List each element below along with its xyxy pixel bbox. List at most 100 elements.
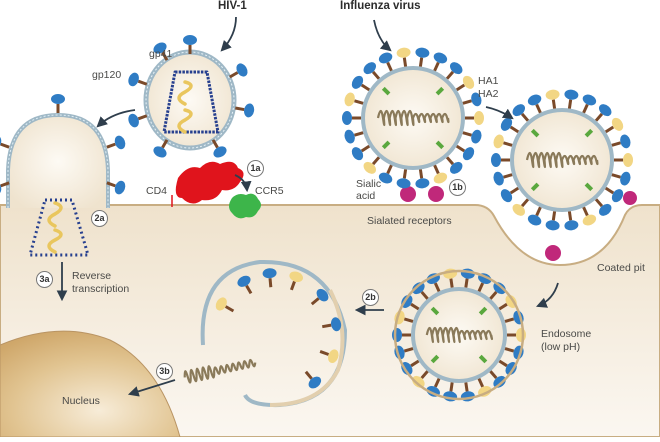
ha-spike-icon — [594, 198, 612, 216]
ha-spike-yellow-icon — [614, 153, 633, 167]
hiv-fusing-virion — [6, 112, 110, 208]
ha-spike-icon — [262, 268, 277, 288]
ha-spike-icon — [445, 156, 463, 174]
ha2-fusion-peptide-icon — [435, 86, 445, 96]
ha2-label: HA2 — [478, 88, 499, 100]
gp120-spike-icon — [106, 135, 126, 150]
ha-spike-icon — [462, 129, 482, 144]
arrow-flu-to-pit — [485, 106, 514, 120]
ha-spike-icon — [564, 211, 579, 231]
ha-spike-icon — [351, 75, 371, 92]
ha-spike-yellow-icon — [493, 134, 513, 149]
endosome-label-2: (low pH) — [541, 341, 581, 353]
ha-spike-icon — [378, 164, 393, 184]
ha-spike-icon — [310, 288, 329, 306]
cd4-label: CD4 — [146, 185, 168, 197]
ha-spike-yellow-icon — [604, 117, 624, 134]
ha-spike-icon — [489, 282, 506, 300]
gp120-spike-icon — [128, 113, 148, 128]
ha-spike-icon — [289, 271, 304, 291]
ha2-fusion-peptide-icon — [584, 128, 594, 138]
influenza-virion-endosome — [392, 268, 526, 402]
influenza-virion-in-pit — [491, 89, 633, 231]
viral-rna-segments — [525, 151, 599, 169]
arrow-hiv-in — [220, 16, 237, 52]
arrows — [56, 16, 559, 397]
ha-spike-yellow-icon — [512, 198, 530, 216]
gp120-spike-icon — [0, 180, 10, 195]
ha-spike-icon — [455, 144, 475, 161]
endosome — [393, 269, 525, 401]
ha-spike-icon — [401, 359, 420, 375]
ha-spike-icon — [594, 104, 612, 122]
ha-spike-icon — [512, 104, 530, 122]
hiv-virion — [143, 49, 237, 151]
ha-spike-icon — [412, 282, 429, 300]
gp120-label: gp120 — [92, 69, 122, 81]
ha-spike-icon — [342, 111, 361, 125]
reverse-transcription-label-2: transcription — [72, 283, 130, 295]
ha-spike-icon — [611, 171, 631, 186]
sialic-acid-receptors — [400, 186, 637, 261]
ha-spike-yellow-icon — [433, 164, 448, 184]
endosome-label-1: Endosome — [541, 328, 592, 340]
step-badge-1a: 1a — [247, 160, 264, 177]
viral-rna-segments — [376, 109, 450, 127]
ha2-fusion-peptide-icon — [435, 140, 445, 150]
ha-spike-icon — [304, 370, 322, 389]
ha2-fusion-peptide-icon — [478, 306, 488, 316]
ha-spike-icon — [500, 117, 520, 134]
ccr5-label: CCR5 — [255, 185, 284, 197]
ha-spike-yellow-icon — [465, 111, 484, 125]
released-viral-rna — [183, 358, 257, 384]
viral-rna-segments — [425, 326, 494, 344]
ha-spike-icon — [527, 206, 542, 226]
ha-spike-icon — [611, 134, 631, 149]
ha-spike-yellow-icon — [344, 92, 364, 107]
reverse-transcription-label-1: Reverse — [72, 270, 112, 282]
ha-spike-yellow-icon — [363, 156, 381, 174]
influenza-title: Influenza virus — [340, 0, 421, 12]
ha-spike-icon — [351, 144, 371, 161]
hiv-capsid — [162, 70, 220, 134]
gp120-spike-icon — [51, 94, 65, 113]
ha2-fusion-peptide-icon — [430, 306, 440, 316]
ha-spike-icon — [582, 94, 597, 114]
step-badge-3a: 3a — [36, 271, 53, 288]
arrow-1a — [234, 174, 252, 193]
ha-spike-icon — [500, 186, 520, 203]
coated-pit-label: Coated pit — [597, 262, 645, 274]
ha-spike-icon — [489, 370, 506, 388]
ha-spike-yellow-icon — [582, 206, 597, 226]
ha-spike-icon — [493, 171, 513, 186]
sialated-receptors-label: Sialated receptors — [367, 215, 452, 227]
gp120-spike-icon — [106, 180, 126, 195]
ha-spike-icon — [462, 92, 482, 107]
fusing-virion-spikes — [215, 268, 342, 389]
ha-spike-icon — [344, 129, 364, 144]
hiv-envelope-spikes — [128, 35, 255, 158]
arrow-hiv-fuse — [96, 109, 136, 128]
ha-spike-icon — [363, 62, 381, 80]
step-badge-2a: 2a — [91, 210, 108, 227]
step-badge-2b: 2b — [362, 289, 379, 306]
ha2-fusion-peptide-icon — [381, 140, 391, 150]
gp41-label: gp41 — [149, 48, 173, 60]
ha-spike-icon — [319, 349, 339, 364]
ha2-fusion-peptide-icon — [584, 182, 594, 192]
ha-spike-icon — [498, 359, 517, 375]
arrow-3b — [127, 379, 176, 397]
gp120-spike-icon — [229, 63, 248, 79]
gp120-spike-icon — [183, 35, 197, 54]
ha1-label: HA1 — [478, 75, 499, 87]
ha-spike-icon — [527, 94, 542, 114]
ha-spike-icon — [545, 211, 560, 231]
ha2-fusion-peptide-icon — [478, 354, 488, 364]
gp120-spike-icon — [153, 42, 169, 61]
ccr5-coreceptor — [229, 193, 261, 219]
ha-spike-yellow-icon — [455, 75, 475, 92]
hiv-fusing-spikes — [0, 94, 126, 195]
ha-spike-icon — [491, 153, 510, 167]
hiv-rna — [177, 80, 193, 134]
ha-spike-yellow-icon — [412, 370, 429, 388]
